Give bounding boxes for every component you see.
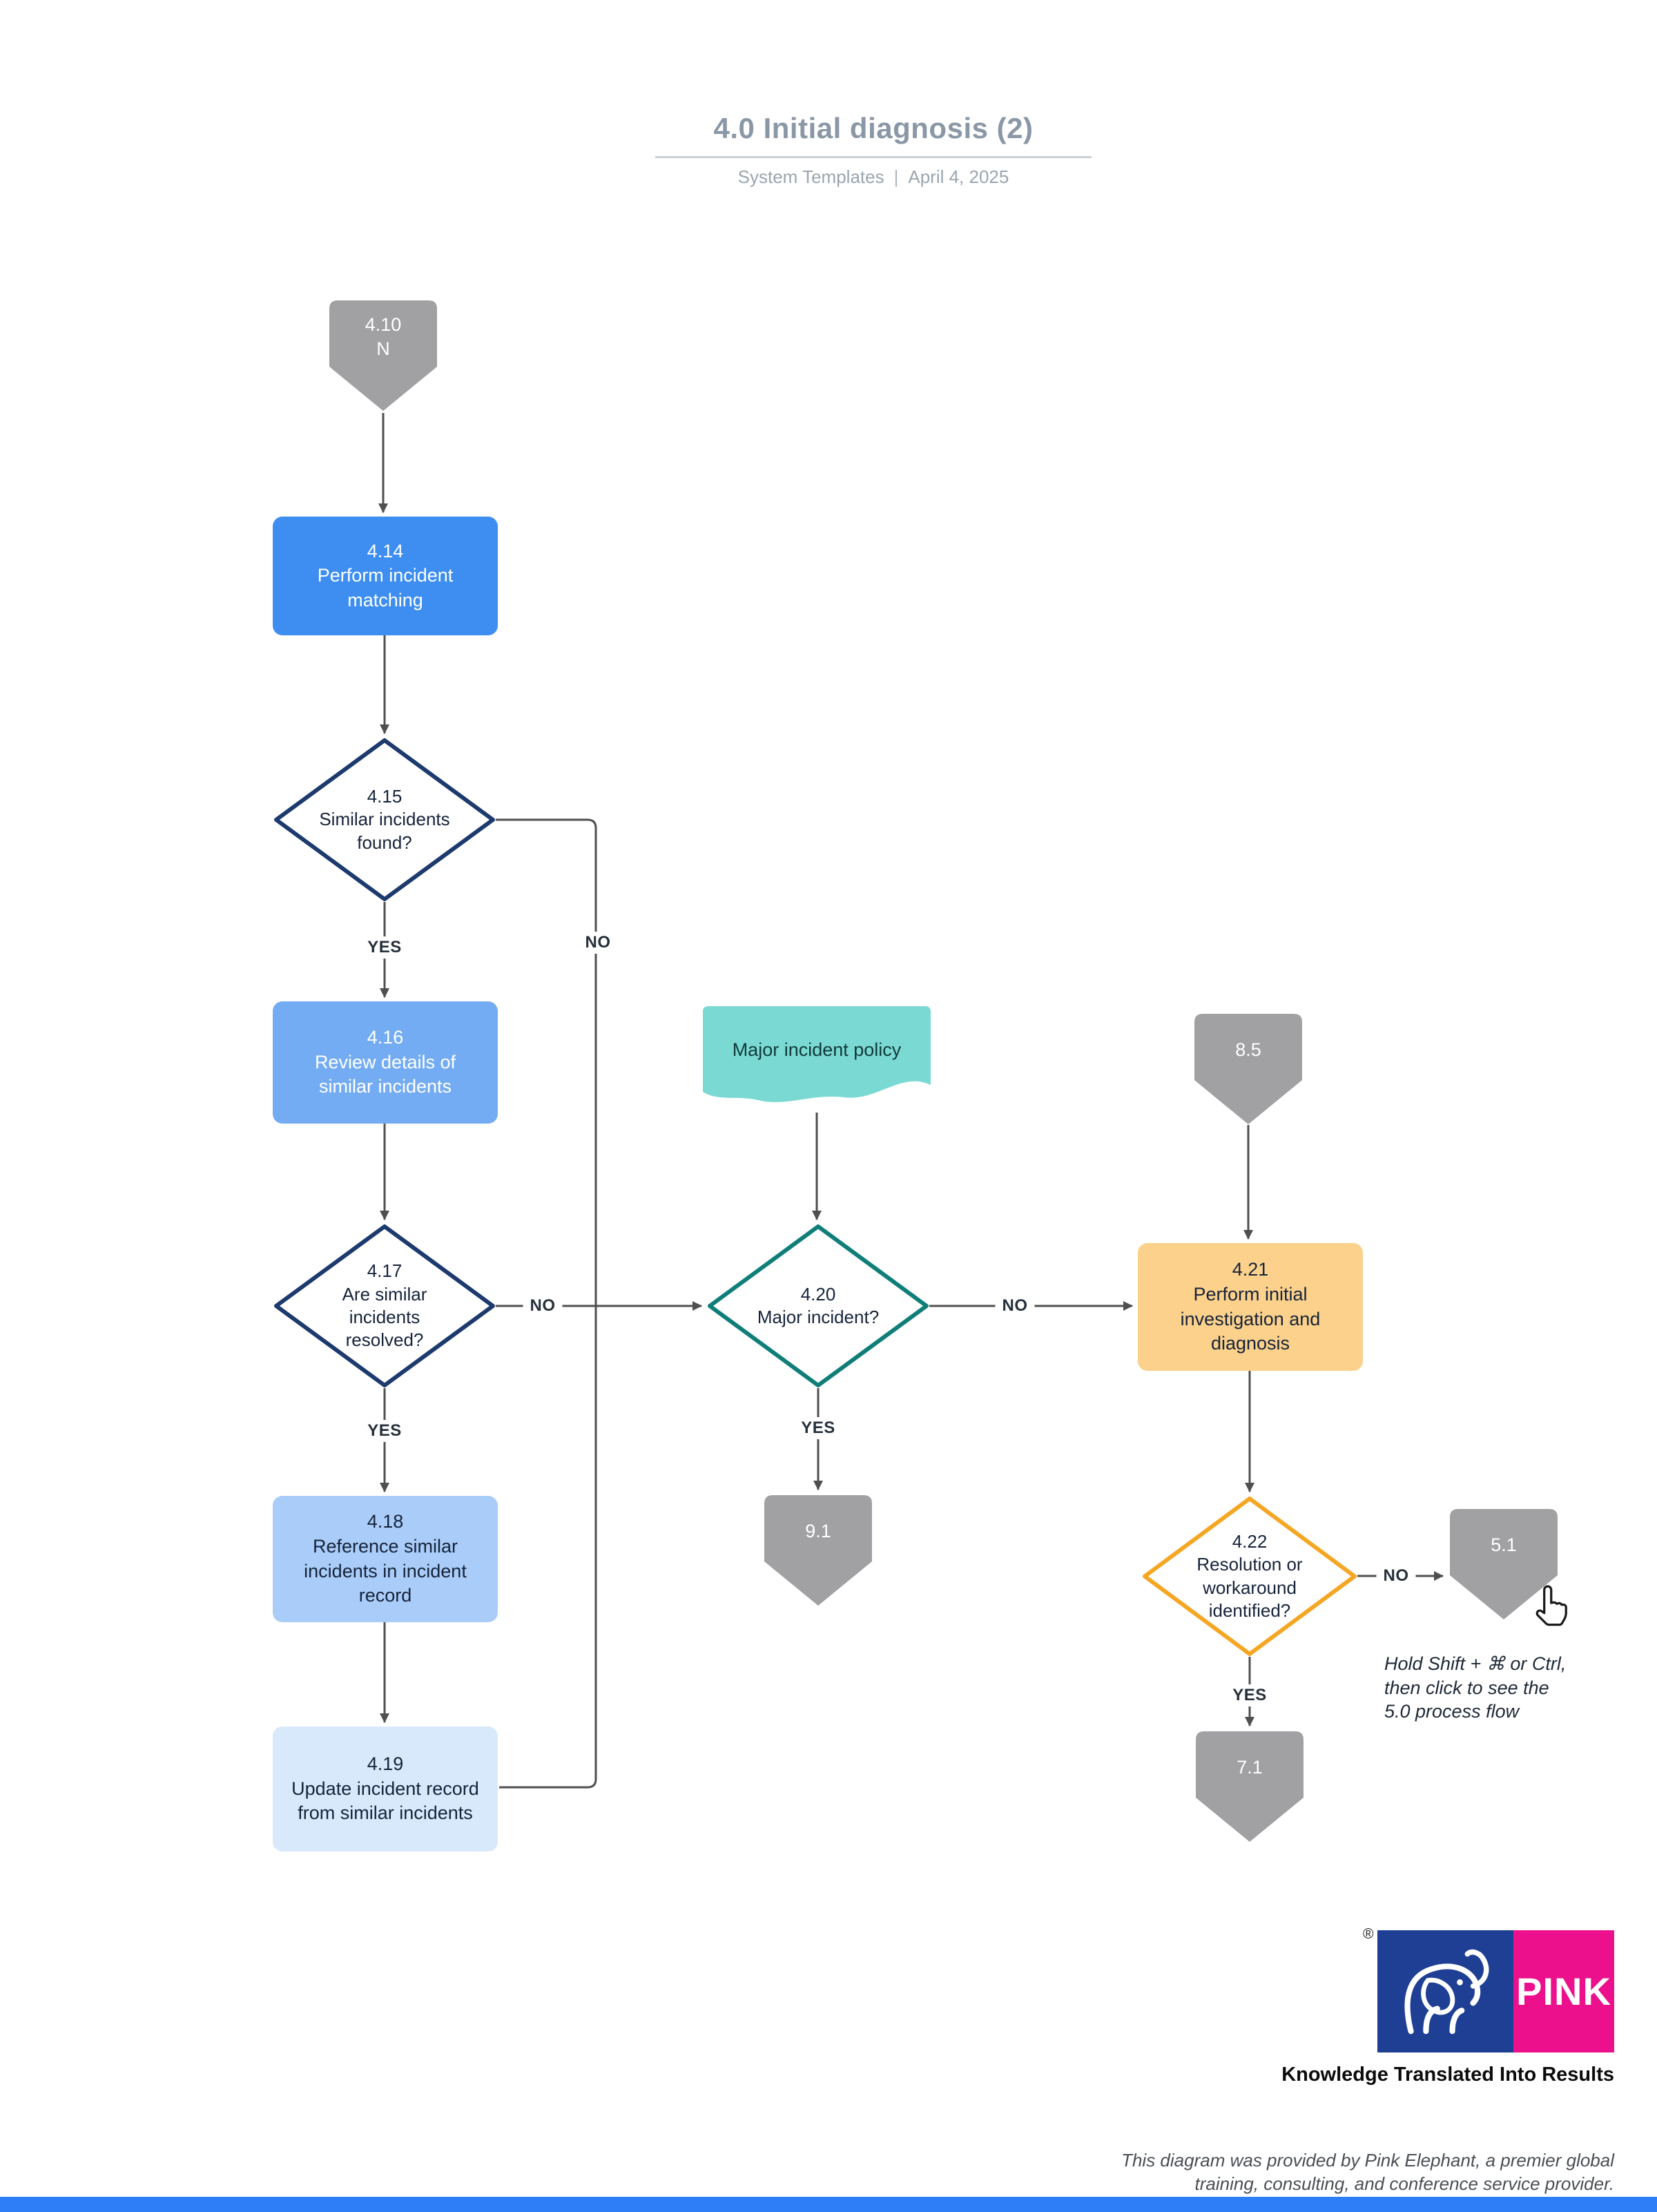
edge-label-no-4-22: NO	[1376, 1565, 1416, 1587]
node-label: Resolution or workaround identified?	[1196, 1554, 1303, 1621]
offpage-connector-9-1: 9.1	[763, 1494, 873, 1608]
node-id: 5.1	[1491, 1535, 1517, 1556]
process-4-18: 4.18 Reference similar incidents in inci…	[273, 1496, 498, 1622]
bottom-accent-bar	[0, 2197, 1657, 2212]
offpage-connector-shape	[1450, 1509, 1558, 1619]
edge-label-yes-4-15: YES	[360, 936, 409, 959]
node-label: Major incident policy	[732, 1039, 902, 1061]
elephant-icon	[1404, 1949, 1489, 2034]
offpage-connector-shape	[764, 1495, 872, 1606]
node-id: 7.1	[1237, 1757, 1263, 1778]
logo-pink-panel: PINK	[1513, 1930, 1614, 2052]
pink-elephant-logo: PINK	[1377, 1930, 1614, 2052]
registered-mark: ®	[1363, 1926, 1374, 1942]
offpage-connector-7-1: 7.1	[1194, 1730, 1305, 1844]
node-id: 4.19	[367, 1753, 404, 1775]
node-id: 8.5	[1235, 1039, 1261, 1061]
subtitle-separator: |	[893, 166, 899, 187]
node-id: 4.10	[365, 314, 402, 335]
process-4-14: 4.14 Perform incident matching	[273, 517, 498, 635]
node-label: Update incident record from similar inci…	[291, 1778, 479, 1824]
document-major-incident-policy: Major incident policy	[703, 1005, 931, 1114]
provider-note-line: training, consulting, and conference ser…	[1194, 2173, 1614, 2194]
node-label: Review details of similar incidents	[314, 1051, 456, 1097]
brand-tagline: Knowledge Translated Into Results	[1281, 2064, 1614, 2086]
node-label: Are similar incidents resolved?	[342, 1283, 427, 1351]
subtitle-left: System Templates	[737, 166, 884, 187]
decision-4-20: 4.20 Major incident?	[707, 1224, 929, 1388]
node-label: Perform incident matching	[317, 565, 454, 610]
node-id: 4.14	[367, 540, 404, 561]
node-label: Reference similar incidents in incident …	[304, 1535, 467, 1606]
node-id: 4.18	[367, 1511, 404, 1532]
process-4-16: 4.16 Review details of similar incidents	[273, 1001, 498, 1124]
node-label: Major incident?	[757, 1307, 880, 1327]
offpage-connector-shape	[329, 300, 437, 411]
edge-label-yes-4-20: YES	[794, 1417, 842, 1439]
offpage-connector-shape	[1194, 1014, 1302, 1124]
node-id: 9.1	[805, 1521, 831, 1542]
node-label: Perform initial investigation and diagno…	[1180, 1283, 1321, 1354]
node-id: 4.21	[1232, 1259, 1269, 1280]
node-id: 4.15	[367, 786, 403, 807]
node-id: 4.17	[367, 1260, 403, 1282]
process-4-19: 4.19 Update incident record from similar…	[273, 1727, 498, 1852]
node-id: 4.16	[367, 1027, 404, 1048]
offpage-connector-shape	[1196, 1731, 1304, 1842]
shortcut-note-line: Hold Shift + ⌘ or Ctrl,	[1384, 1653, 1567, 1674]
decision-4-17: 4.17 Are similar incidents resolved?	[273, 1224, 496, 1388]
diamond-shape	[274, 738, 495, 901]
edge-label-no-4-17: NO	[523, 1295, 563, 1317]
page-title: 4.0 Initial diagnosis (2)	[713, 112, 1034, 144]
edge-label-yes-4-22: YES	[1225, 1684, 1274, 1706]
offpage-connector-8-5: 8.5	[1193, 1012, 1304, 1126]
process-4-21: 4.21 Perform initial investigation and d…	[1138, 1243, 1363, 1371]
offpage-connector-4-10: 4.10 N	[328, 299, 438, 413]
edge-label-no-4-15: NO	[578, 932, 618, 954]
hand-pointer-icon	[1535, 1585, 1567, 1626]
edge-label-yes-4-17: YES	[360, 1420, 409, 1442]
decision-4-15: 4.15 Similar incidents found?	[273, 738, 496, 902]
node-label: Similar incidents found?	[319, 809, 450, 853]
subtitle: System Templates | April 4, 2025	[542, 166, 1205, 188]
edge-label-no-4-20: NO	[995, 1295, 1035, 1317]
diamond-shape	[1143, 1497, 1357, 1656]
document-shape	[703, 1006, 931, 1102]
shortcut-note-line: then click to see the	[1384, 1677, 1549, 1698]
offpage-connector-5-1[interactable]: 5.1	[1448, 1508, 1559, 1622]
title-underline	[655, 156, 1092, 158]
shortcut-note: Hold Shift + ⌘ or Ctrl, then click to se…	[1384, 1652, 1619, 1724]
diamond-shape	[708, 1224, 929, 1387]
diamond-shape	[274, 1224, 495, 1387]
node-id: 4.22	[1232, 1530, 1268, 1552]
node-sublabel: N	[376, 338, 390, 359]
provider-note-line: This diagram was provided by Pink Elepha…	[1121, 2150, 1614, 2171]
subtitle-date: April 4, 2025	[908, 166, 1009, 187]
provider-note: This diagram was provided by Pink Elepha…	[1001, 2149, 1614, 2196]
logo-wordmark: PINK	[1516, 1970, 1611, 2013]
node-id: 4.20	[800, 1283, 836, 1305]
logo-blue-panel	[1377, 1930, 1513, 2052]
shortcut-note-line: 5.0 process flow	[1384, 1701, 1520, 1722]
decision-4-22: 4.22 Resolution or workaround identified…	[1142, 1496, 1357, 1657]
diagram-header: 4.0 Initial diagnosis (2) System Templat…	[542, 112, 1205, 188]
